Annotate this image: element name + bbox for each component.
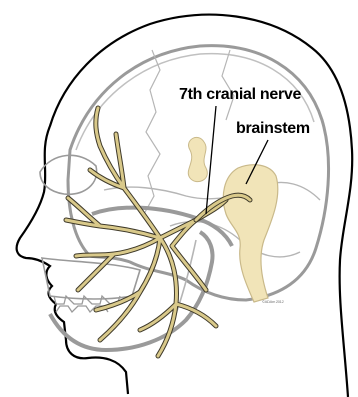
nerve-leader-line [206,106,216,214]
copyright-text: ©ADAm 2012 [262,299,284,304]
skull-base [104,182,320,200]
nerve-label: 7th cranial nerve [179,86,301,104]
inner-ear-structure [188,137,207,181]
head-outline [17,15,353,397]
cranial-suture [222,50,234,120]
brainstem-label: brainstem [236,120,310,138]
